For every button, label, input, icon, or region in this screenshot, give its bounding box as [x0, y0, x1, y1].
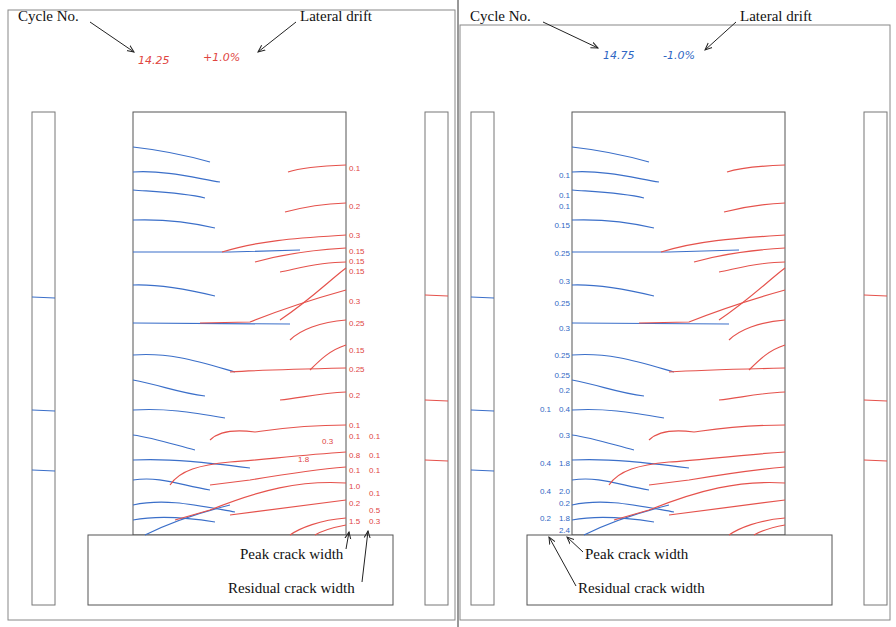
crack-width-number: 0.15 — [349, 347, 365, 356]
crack-width-number: 0.2 — [349, 392, 360, 401]
crack-width-number: 0.15 — [349, 248, 365, 257]
crack-width-number: 0.5 — [369, 507, 380, 516]
crack-width-number: 0.15 — [554, 222, 570, 231]
crack-width-number: 0.25 — [349, 366, 365, 375]
annotation-label: Peak crack width — [585, 546, 688, 563]
crack-width-number: 0.25 — [554, 372, 570, 381]
crack-width-number: 0.1 — [349, 433, 360, 442]
cycle-drift-note: 14.25 — [138, 55, 170, 67]
annotation-label: Residual crack width — [578, 580, 705, 597]
crack-width-number: 0.3 — [559, 325, 570, 334]
crack-width-number: 0.2 — [540, 515, 551, 524]
cycle-drift-note: +1.0% — [203, 52, 240, 64]
crack-width-number: 0.8 — [349, 452, 360, 461]
crack-width-number: 0.1 — [369, 467, 380, 476]
crack-width-number: 0.2 — [349, 203, 360, 212]
crack-width-number: 0.15 — [349, 258, 365, 267]
crack-width-number: 0.2 — [559, 387, 570, 396]
crack-width-number: 1.5 — [349, 518, 360, 527]
crack-width-number: 0.25 — [349, 320, 365, 329]
crack-width-number: 0.1 — [559, 172, 570, 181]
crack-width-number: 0.4 — [559, 406, 570, 415]
crack-width-number: 2.0 — [559, 488, 570, 497]
crack-width-number: 0.15 — [349, 268, 365, 277]
crack-width-number: 1.8 — [298, 456, 309, 465]
crack-width-number: 0.1 — [559, 203, 570, 212]
annotation-label: Lateral drift — [300, 8, 372, 25]
cycle-drift-note: -1.0% — [663, 50, 695, 62]
crack-width-number: 0.25 — [554, 250, 570, 259]
crack-width-number: 0.4 — [540, 488, 551, 497]
crack-width-number: 2.4 — [559, 527, 570, 536]
annotation-label: Lateral drift — [740, 8, 812, 25]
crack-width-number: 0.1 — [349, 165, 360, 174]
crack-width-number: 0.1 — [540, 406, 551, 415]
annotation-label: Cycle No. — [18, 8, 79, 25]
crack-width-number: 1.0 — [349, 483, 360, 492]
annotation-label: Peak crack width — [240, 546, 343, 563]
crack-width-number: 0.1 — [369, 490, 380, 499]
annotation-label: Cycle No. — [470, 8, 531, 25]
crack-width-number: 0.4 — [540, 460, 551, 469]
crack-width-number: 0.3 — [369, 518, 380, 527]
annotation-label: Residual crack width — [228, 580, 355, 597]
crack-width-number: 0.2 — [349, 500, 360, 509]
crack-width-number: 0.25 — [554, 352, 570, 361]
crack-width-number: 0.3 — [349, 298, 360, 307]
crack-width-number: 1.8 — [559, 515, 570, 524]
crack-width-number: 0.25 — [554, 300, 570, 309]
crack-width-number: 0.3 — [559, 278, 570, 287]
crack-width-number: 0.2 — [559, 500, 570, 509]
crack-width-number: 0.3 — [559, 432, 570, 441]
crack-width-number: 0.1 — [349, 467, 360, 476]
crack-width-number: 0.1 — [559, 192, 570, 201]
crack-width-number: 0.1 — [349, 422, 360, 431]
crack-width-number: 0.1 — [369, 433, 380, 442]
crack-width-number: 1.8 — [559, 460, 570, 469]
crack-width-number: 0.3 — [349, 232, 360, 241]
crack-width-number: 0.1 — [369, 452, 380, 461]
cycle-drift-note: 14.75 — [603, 50, 635, 62]
crack-width-number: 0.3 — [322, 438, 333, 447]
